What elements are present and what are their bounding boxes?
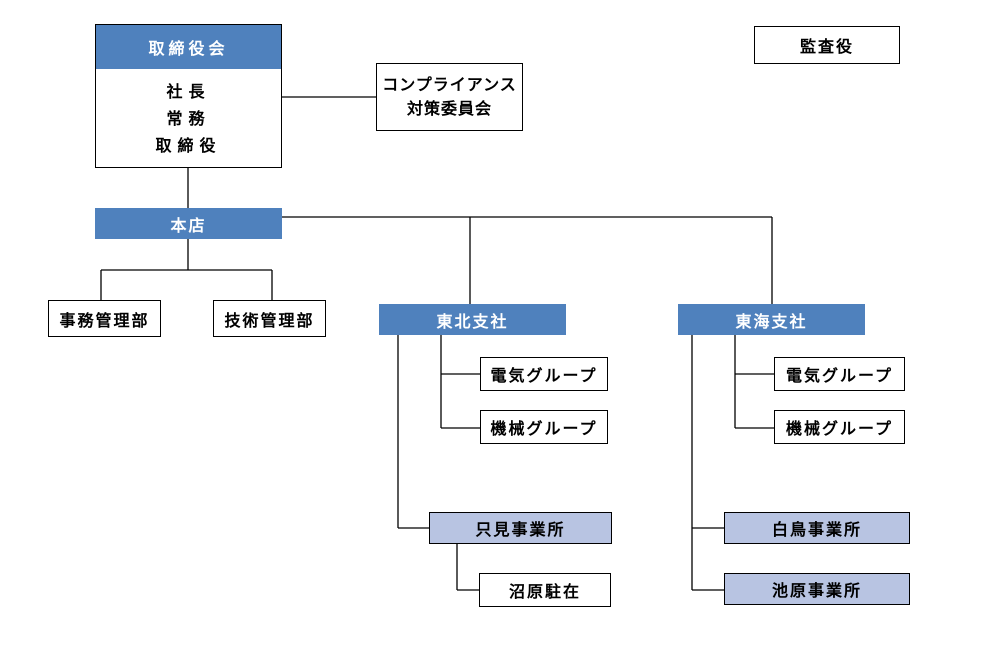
tokai-shiratori-office-box: 白鳥事業所 [724, 512, 910, 544]
board-members: 社長 常務 取締役 [96, 69, 281, 167]
board-of-directors: 取締役会 社長 常務 取締役 [95, 24, 282, 168]
board-title: 取締役会 [96, 25, 281, 69]
tohoku-electric-group-box: 電気グループ [480, 357, 608, 391]
board-member-president: 社長 [166, 81, 211, 101]
head-office-box: 本店 [95, 208, 282, 239]
dept-administration-box: 事務管理部 [48, 300, 161, 337]
tokai-electric-group-box: 電気グループ [774, 357, 905, 391]
tokai-machinery-group-box: 機械グループ [774, 410, 905, 444]
tohoku-branch-box: 東北支社 [379, 304, 566, 335]
compliance-line-2: 対策委員会 [406, 99, 492, 118]
dept-technical-box: 技術管理部 [213, 300, 326, 337]
tohoku-tadami-office-box: 只見事業所 [429, 512, 612, 544]
compliance-line-1: コンプライアンス [382, 75, 517, 94]
tohoku-machinery-group-box: 機械グループ [480, 410, 608, 444]
board-member-managing-director: 常務 [166, 108, 211, 128]
board-member-director: 取締役 [155, 135, 222, 155]
tokai-ikehara-office-box: 池原事業所 [724, 573, 910, 605]
tohoku-numappara-post-box: 沼原駐在 [479, 573, 611, 607]
auditor-box: 監査役 [754, 26, 900, 64]
compliance-committee-box: コンプライアンス 対策委員会 [376, 63, 523, 131]
tokai-branch-box: 東海支社 [678, 304, 865, 335]
